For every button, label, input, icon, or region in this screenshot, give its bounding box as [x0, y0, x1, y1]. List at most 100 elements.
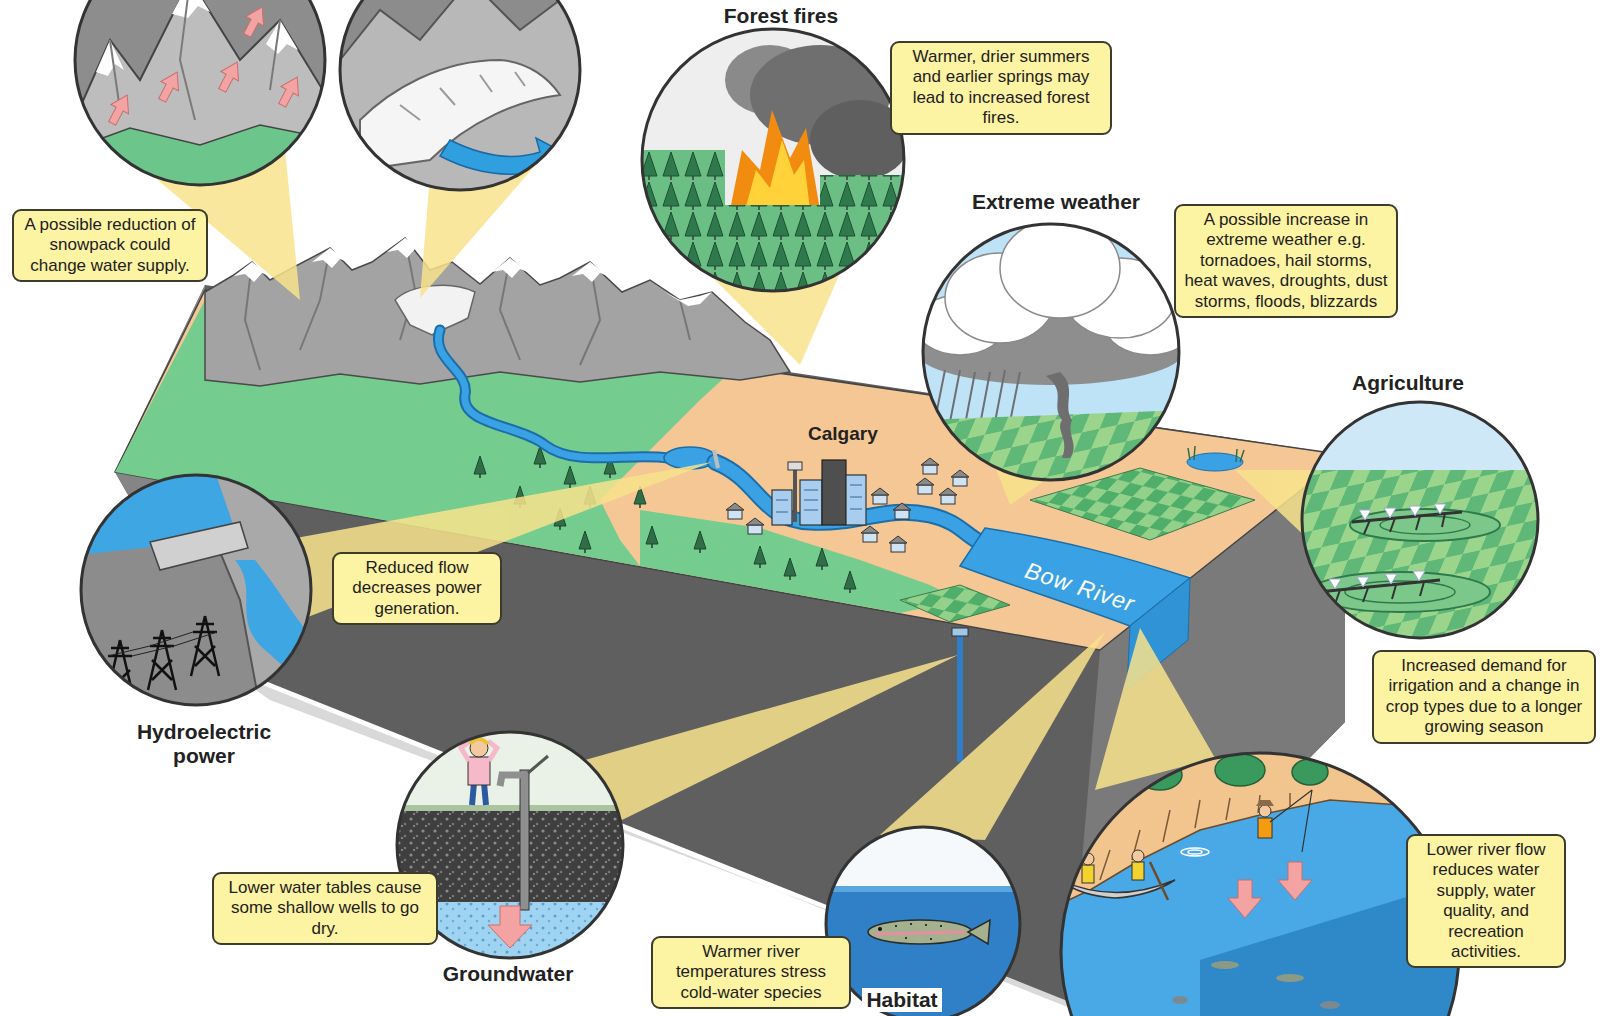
city-part	[871, 488, 889, 504]
city-part	[800, 480, 822, 525]
river-inset-part	[1228, 880, 1262, 918]
callout-text: Lower water tables cause some shallow we…	[221, 878, 429, 939]
callout-text: A possible increase in extreme weather e…	[1183, 210, 1389, 312]
inset-ring	[75, 0, 325, 185]
city-part	[746, 518, 764, 534]
forest-trees-part	[844, 571, 856, 593]
river-inset-part	[1172, 996, 1188, 1004]
river-inset-part	[1270, 790, 1312, 852]
groundwater-inset-part	[468, 757, 490, 785]
river-inset-part	[1258, 818, 1272, 838]
river-inset-part	[1320, 1001, 1340, 1009]
forest-trees-part	[579, 531, 591, 553]
habitat-inset	[824, 825, 1024, 1016]
well-pipe-part	[952, 628, 968, 636]
city-part	[772, 490, 792, 525]
agriculture-inset-part	[1300, 470, 1540, 640]
river-inset-part	[1256, 800, 1274, 806]
forest-trees-part	[694, 531, 706, 553]
callout-text: A possible reduction of snowpack could c…	[21, 215, 199, 276]
callout-cones-part	[880, 632, 1105, 840]
mountain-range-part	[395, 285, 475, 335]
callout-box: A possible increase in extreme weather e…	[1174, 204, 1398, 318]
city-name: Calgary	[808, 423, 878, 445]
habitat-inset-part	[824, 886, 1024, 892]
mountain-range-part	[663, 291, 712, 306]
snowpack-inset	[70, 0, 335, 190]
city-part	[893, 503, 911, 519]
city-part	[726, 503, 744, 519]
forest-fire-inset	[640, 25, 910, 300]
groundwater-inset-part	[500, 775, 524, 786]
callout-text: Lower river flow reduces water supply, w…	[1415, 840, 1557, 962]
mountain-range-part	[572, 262, 610, 282]
glacier-inset-part	[335, 0, 585, 195]
snowpack-inset-part	[103, 90, 136, 128]
hydro-inset-part	[78, 472, 314, 708]
city	[726, 458, 969, 552]
habitat-inset-part	[878, 927, 882, 931]
hydro-inset-part	[150, 522, 248, 570]
city-part	[916, 478, 934, 494]
river-name: Bow River	[1022, 558, 1138, 617]
habitat-inset-part	[968, 920, 990, 944]
river-inset-part	[1132, 862, 1144, 880]
section-heading: Agriculture	[1352, 371, 1464, 395]
inset-ring	[1302, 402, 1538, 638]
callout-text: Increased demand for irrigation and a ch…	[1381, 656, 1587, 738]
mountain-range-part	[245, 238, 690, 370]
city-part	[939, 488, 957, 504]
weather-inset-part	[920, 410, 1185, 485]
river-inset-part	[1181, 848, 1209, 856]
city-part	[846, 475, 866, 525]
groundwater-inset-part	[528, 756, 548, 773]
agriculture-inset-part	[1310, 572, 1490, 612]
well-pipe	[952, 628, 968, 762]
forest-trees-part	[754, 546, 766, 568]
river-inset-part	[1082, 865, 1094, 883]
groundwater-inset-part	[488, 906, 532, 948]
weather-inset	[915, 218, 1195, 485]
snowpack-inset-part	[70, 0, 335, 190]
river-inset-part	[1276, 974, 1304, 982]
habitat-inset-part	[895, 924, 942, 939]
section-heading: Forest fires	[724, 4, 838, 28]
bow-river-part	[438, 330, 668, 458]
habitat-inset-part	[824, 888, 1024, 1016]
habitat-inset-part	[875, 932, 965, 934]
forest-trees-part	[646, 526, 658, 548]
section-heading: Hydroelectric power	[114, 720, 294, 767]
river-inset-part	[1215, 754, 1265, 786]
well-pipe-part	[957, 634, 963, 762]
bow-river-part	[714, 450, 718, 468]
groundwater-inset-part	[520, 770, 529, 910]
inset-ring	[340, 0, 580, 190]
city-part	[861, 526, 879, 542]
forest-fire-inset-part	[730, 110, 820, 210]
snowpack-inset-part	[238, 2, 271, 40]
snowpack-inset-part	[153, 67, 186, 105]
callout-box: A possible reduction of snowpack could c…	[12, 209, 208, 282]
river-inset-part	[1060, 880, 1175, 898]
river-inset-part	[1058, 750, 1462, 905]
hydro-inset-part	[191, 616, 219, 676]
river-inset-part	[1132, 850, 1144, 862]
river-inset-part	[1138, 760, 1182, 790]
groundwater-inset-part	[470, 739, 488, 757]
agriculture-inset-part	[1350, 509, 1500, 541]
mountain-range-part	[312, 248, 350, 268]
river-inset-part	[1150, 862, 1168, 900]
mountain-range-part	[387, 238, 425, 258]
river-inset-part	[1259, 805, 1271, 817]
callout-cones	[140, 150, 1330, 840]
forest-trees-part	[564, 466, 576, 488]
city-part	[951, 470, 969, 486]
glacier-inset	[335, 0, 585, 195]
callout-box: Warmer, drier summers and earlier spring…	[890, 41, 1112, 135]
city-part	[921, 458, 939, 474]
agriculture-inset-part	[1329, 571, 1425, 589]
river-inset-part	[1058, 750, 1462, 1016]
river-inset-part	[1211, 961, 1239, 969]
callout-box: Reduced flow decreases power generation.	[332, 552, 502, 625]
